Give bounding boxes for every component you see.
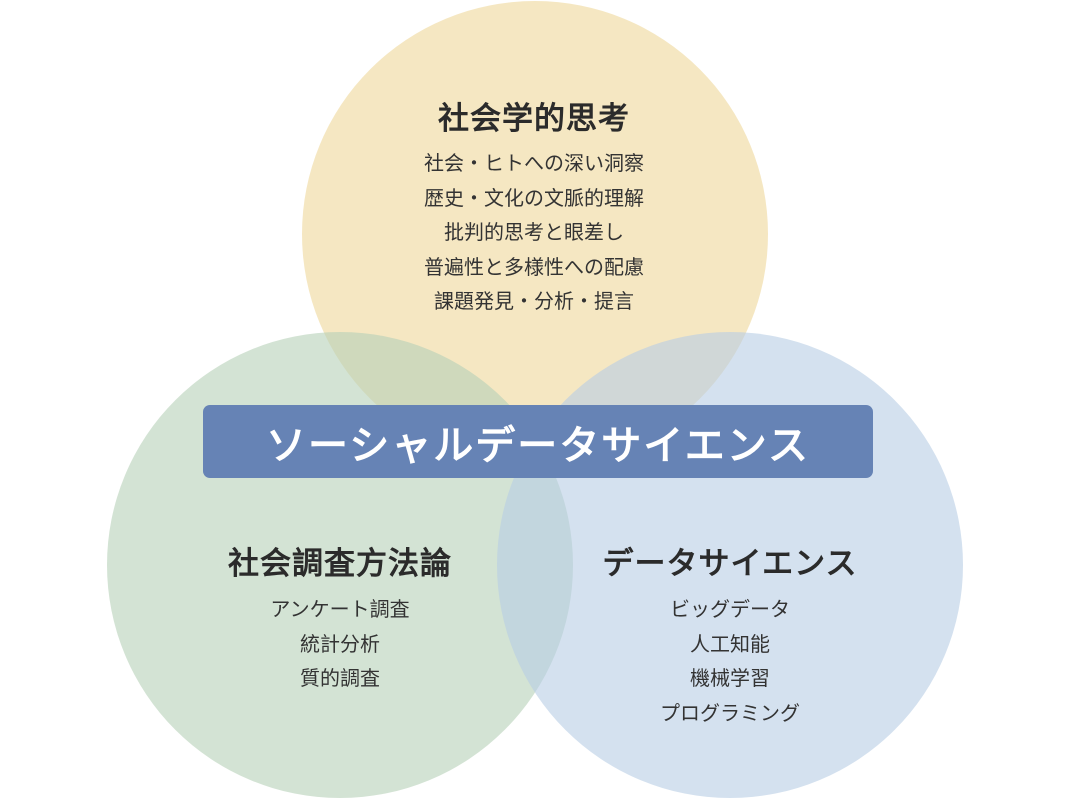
list-item: 社会・ヒトへの深い洞察 (424, 151, 644, 175)
sociological-thinking-title: 社会学的思考 (438, 101, 630, 137)
list-item: 統計分析 (300, 631, 380, 656)
social-research-methods-title: 社会調査方法論 (228, 546, 452, 582)
list-item: プログラミング (660, 700, 800, 725)
list-item: 普遍性と多様性への配慮 (424, 254, 644, 279)
list-item: 課題発見・分析・提言 (434, 289, 634, 313)
list-item: 人工知能 (690, 631, 770, 656)
list-item: 機械学習 (690, 666, 770, 690)
social-data-science-banner: ソーシャルデータサイエンス (203, 405, 873, 478)
list-item: 質的調査 (300, 666, 380, 690)
social-research-methods-list: アンケート調査 統計分析 質的調査 (190, 592, 490, 696)
data-science-list: ビッグデータ 人工知能 機械学習 プログラミング (580, 592, 880, 730)
list-item: ビッグデータ (670, 597, 790, 621)
list-item: 歴史・文化の文脈的理解 (424, 185, 644, 210)
sociological-thinking-list: 社会・ヒトへの深い洞察 歴史・文化の文脈的理解 批判的思考と眼差し 普遍性と多様… (334, 146, 734, 319)
data-science-title: データサイエンス (602, 546, 858, 582)
banner-label: ソーシャルデータサイエンス (266, 422, 810, 469)
list-item: 批判的思考と眼差し (444, 220, 624, 244)
list-item: アンケート調査 (270, 597, 410, 621)
